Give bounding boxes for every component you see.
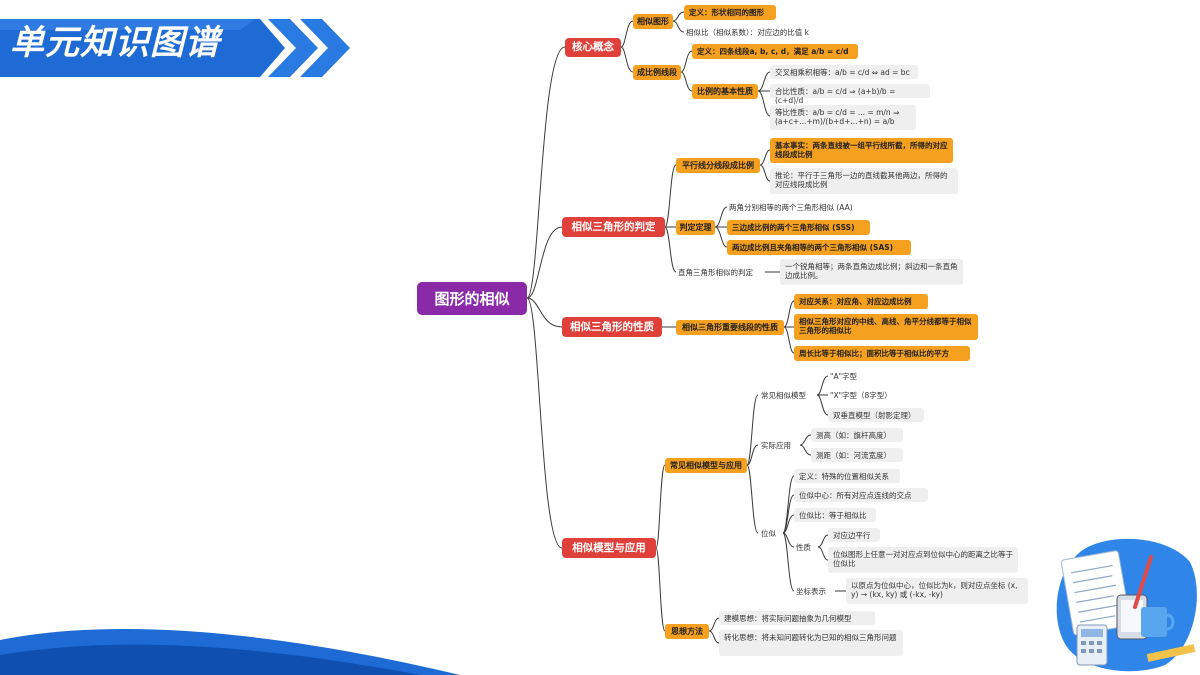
node-segment-ratio[interactable]: 相似三角形对应的中线、高线、角平分线都等于相似三角形的相似比 [794, 314, 978, 340]
node-basic-fact[interactable]: 基本事实：两条直线被一组平行线所截，所得的对应线段成比例 [770, 138, 953, 163]
node-measure-height[interactable]: 测高（如：旗杆高度） [811, 428, 903, 442]
arrow-chevron-icon [268, 19, 318, 77]
title-banner [0, 19, 350, 77]
node-model-vertical[interactable]: 双垂直模型（射影定理） [828, 408, 924, 422]
node-homothety[interactable]: 位似 [761, 529, 776, 538]
node-sum-property[interactable]: 合比性质：a/b = c/d ⇒ (a+b)/b = (c+d)/d [770, 84, 930, 105]
ruler-icon [1146, 644, 1196, 662]
node-proportional-segments[interactable]: 成比例线段 [633, 65, 681, 80]
node-triangle-judgement[interactable]: 相似三角形的判定 [562, 217, 665, 237]
tablet-icon [1116, 594, 1148, 640]
node-modeling-thought[interactable]: 建模思想：将实际问题抽象为几何模型 [719, 611, 875, 625]
node-equal-ratio-property[interactable]: 等比性质：a/b = c/d = ... = m/n ⇒ (a+c+...+m)… [770, 105, 916, 130]
node-sas[interactable]: 两边成比例且夹角相等的两个三角形相似 (SAS) [727, 240, 911, 255]
cup-icon [1141, 607, 1175, 637]
node-common-models[interactable]: 常见相似模型与应用 [665, 458, 747, 473]
node-right-triangle[interactable]: 直角三角形相似的判定 [678, 268, 753, 277]
math-illustration [1056, 538, 1197, 672]
node-homothety-def[interactable]: 定义：特殊的位置相似关系 [794, 469, 900, 483]
node-model-a[interactable]: "A"字型 [830, 372, 858, 381]
node-similar-ratio[interactable]: 相似比（相似系数）：对应边的比值 k [686, 28, 809, 37]
node-proportional-def[interactable]: 定义：四条线段a, b, c, d，满足 a/b = c/d [692, 44, 858, 59]
node-measure-distance[interactable]: 测距（如：河流宽度） [811, 448, 903, 462]
node-similar-figure-def[interactable]: 定义：形状相同的图形 [684, 5, 776, 20]
node-model-application[interactable]: 相似模型与应用 [562, 538, 656, 558]
node-aa[interactable]: 两角分别相等的两个三角形相似 (AA) [729, 203, 853, 212]
node-parallel-lines[interactable]: 平行线分线段成比例 [676, 158, 760, 173]
root-node[interactable]: 图形的相似 [417, 282, 527, 315]
node-parallel-inference[interactable]: 推论：平行于三角形一边的直线截其他两边，所得的对应线段成比例 [770, 168, 958, 194]
node-model-x[interactable]: "X"字型（8字型） [830, 391, 892, 400]
page-title: 单元知识图谱 [10, 23, 220, 63]
node-coordinates[interactable]: 坐标表示 [796, 587, 826, 596]
node-homothety-ratio[interactable]: 位似比：等于相似比 [794, 508, 876, 522]
node-homothety-prop[interactable]: 性质 [796, 543, 811, 552]
node-transform-thought[interactable]: 转化思想：将未知问题转化为已知的相似三角形问题 [719, 630, 903, 656]
node-parallel-sides[interactable]: 对应边平行 [828, 528, 880, 542]
node-cross-product[interactable]: 交叉相乘积相等：a/b = c/d ⇔ ad = bc [770, 65, 918, 79]
node-right-triangle-rule[interactable]: 一个锐角相等；两条直角边成比例；斜边和一条直角边成比例。 [780, 259, 963, 285]
node-model-types[interactable]: 常见相似模型 [761, 391, 806, 400]
pen-icon [1133, 555, 1153, 609]
node-proportion-basic[interactable]: 比例的基本性质 [692, 84, 758, 99]
node-similar-figure[interactable]: 相似图形 [633, 14, 673, 29]
wave-decoration [0, 629, 460, 675]
node-important-segments[interactable]: 相似三角形重要线段的性质 [676, 320, 784, 335]
node-real-application[interactable]: 实际应用 [761, 441, 791, 450]
node-triangle-nature[interactable]: 相似三角形的性质 [562, 317, 662, 337]
node-homothety-center[interactable]: 位似中心：所有对应点连线的交点 [794, 488, 928, 502]
node-perimeter-area[interactable]: 周长比等于相似比；面积比等于相似比的平方 [794, 346, 970, 361]
arrow-chevron-icon [300, 19, 350, 77]
node-judge-theorem[interactable]: 判定定理 [676, 220, 715, 235]
node-coordinate-rule[interactable]: 以原点为位似中心，位似比为k，则对应点坐标 (x, y) → (kx, ky) … [846, 578, 1028, 604]
node-distance-ratio[interactable]: 位似图形上任意一对对应点到位似中心的距离之比等于位似比 [828, 547, 1018, 573]
node-core-concept[interactable]: 核心概念 [565, 38, 621, 57]
calculator-icon [1076, 624, 1108, 666]
node-thinking-methods[interactable]: 思想方法 [665, 624, 709, 639]
node-sss[interactable]: 三边成比例的两个三角形相似 (SSS) [727, 220, 870, 235]
node-correspondence[interactable]: 对应关系：对应角、对应边成比例 [794, 294, 928, 309]
